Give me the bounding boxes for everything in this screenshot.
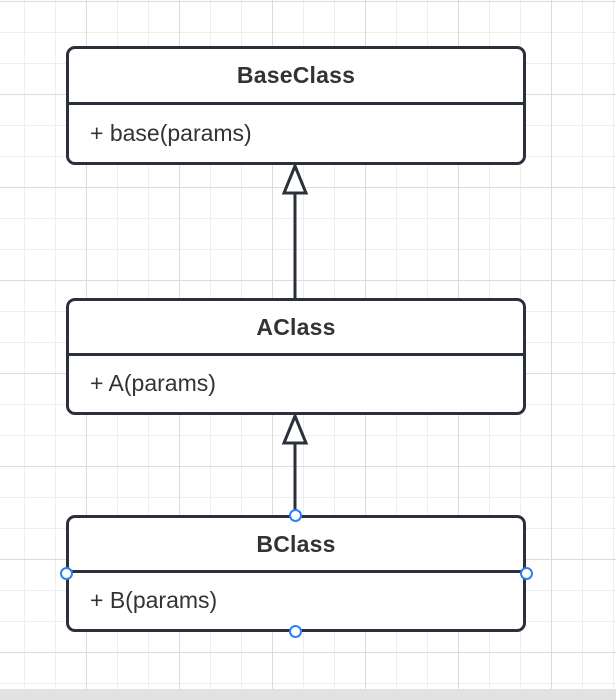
generalization-aclass-to-baseclass[interactable] — [265, 160, 325, 310]
uml-class-baseclass[interactable]: BaseClass + base(params) — [66, 46, 526, 165]
connection-handle-top[interactable] — [288, 508, 302, 522]
member-row[interactable]: + base(params) — [90, 119, 252, 146]
members-compartment-baseclass: + base(params) — [69, 105, 523, 162]
connection-handle-left[interactable] — [59, 566, 73, 580]
class-name-baseclass: BaseClass — [236, 62, 356, 88]
compartment-divider — [69, 570, 523, 573]
hollow-triangle-arrowhead — [281, 412, 309, 445]
connection-handle-bottom[interactable] — [288, 624, 302, 638]
member-row[interactable]: + B(params) — [90, 587, 218, 614]
class-name-bclass: BClass — [256, 530, 336, 557]
horizontal-scrollbar[interactable] — [0, 689, 616, 700]
horizontal-scrollbar-thumb[interactable] — [0, 689, 616, 700]
compartment-divider — [69, 102, 523, 105]
members-compartment-aclass: + A(params) — [69, 356, 523, 412]
uml-class-bclass[interactable]: BClass + B(params) — [66, 515, 526, 632]
connection-handle-right[interactable] — [519, 566, 533, 580]
compartment-divider — [69, 353, 523, 356]
class-name-aclass: AClass — [256, 313, 336, 340]
member-row[interactable]: + A(params) — [90, 370, 216, 397]
generalization-bclass-to-aclass[interactable] — [265, 410, 325, 525]
uml-class-aclass[interactable]: AClass + A(params) — [66, 298, 526, 415]
members-compartment-bclass: + B(params) — [69, 573, 523, 629]
hollow-triangle-arrowhead — [281, 162, 309, 195]
